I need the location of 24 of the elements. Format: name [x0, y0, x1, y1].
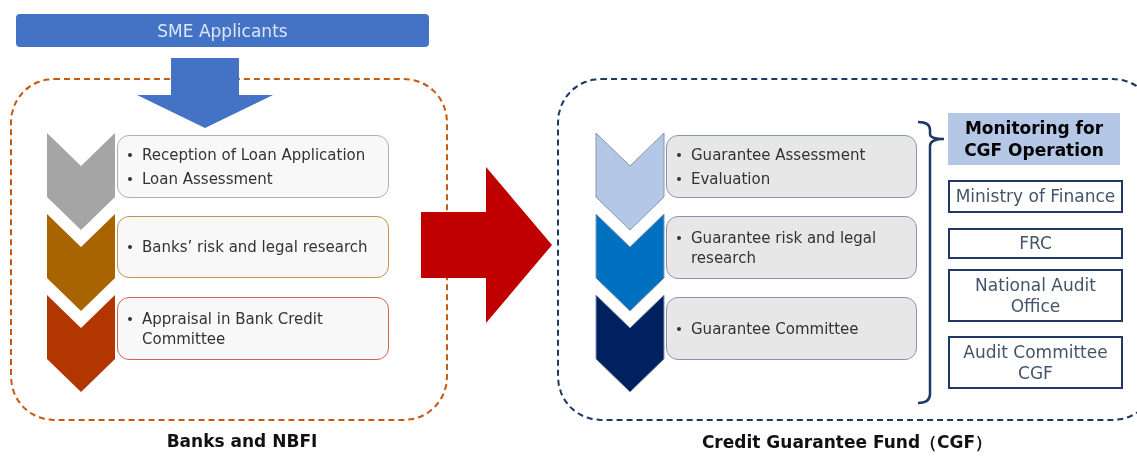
institution-box: FRC — [948, 228, 1123, 259]
institution-box: Audit Committee CGF — [948, 336, 1123, 389]
bullet-text: Guarantee risk and legal research — [691, 227, 878, 268]
bullet-text: Loan Assessment — [142, 168, 273, 189]
step-box — [666, 297, 917, 360]
bullet-text: Guarantee Assessment — [691, 144, 866, 165]
bullet-text: Banks’ risk and legal research — [142, 237, 368, 257]
step-box — [117, 135, 389, 198]
bullet-text: Evaluation — [691, 168, 771, 189]
heading-box: Monitoring for CGF Operation — [948, 113, 1120, 165]
group-caption: Credit Guarantee Fund（CGF） — [701, 431, 993, 454]
block-arrow — [421, 167, 552, 323]
step-box — [666, 135, 917, 198]
step-box — [117, 216, 389, 278]
block-arrow — [137, 58, 273, 128]
bullet-text: Guarantee Committee — [691, 318, 859, 339]
bullet-text: Appraisal in Bank Credit Committee — [142, 308, 324, 349]
group-caption: Banks and NBFI — [166, 431, 318, 451]
institution-box: Ministry of Finance — [948, 180, 1123, 213]
bullet-text: Reception of Loan Application — [142, 144, 366, 165]
header-bar: SME Applicants — [16, 14, 429, 47]
institution-box: National Audit Office — [948, 269, 1123, 322]
step-box — [117, 297, 389, 360]
step-box — [666, 216, 917, 279]
